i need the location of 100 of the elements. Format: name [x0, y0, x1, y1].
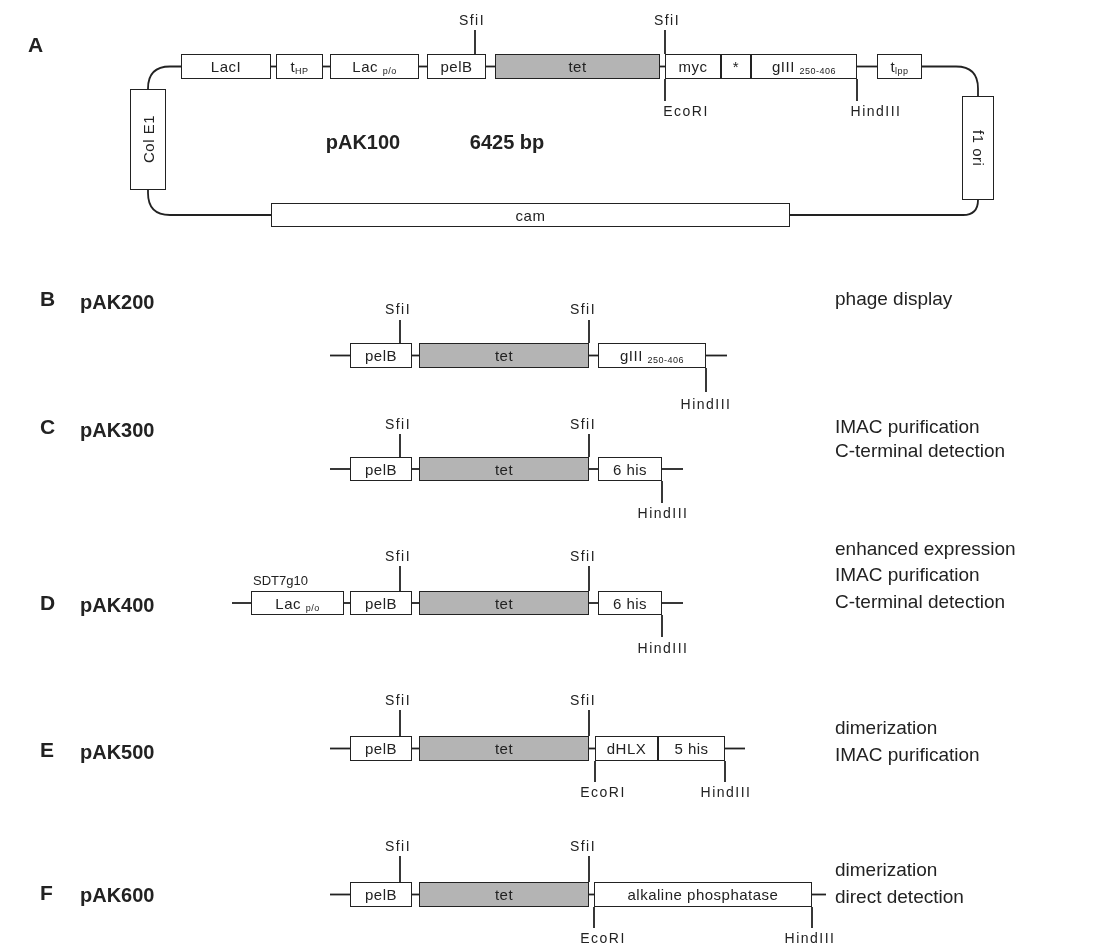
- restriction-site-label: HindIII: [784, 930, 836, 945]
- gene-segment: Lac $_{p/o}$: [251, 591, 344, 615]
- restriction-site-label: EcoRI: [663, 103, 709, 119]
- gene-segment: *: [721, 54, 751, 79]
- gene-segment: tet: [495, 54, 660, 79]
- restriction-site-label: EcoRI: [580, 784, 626, 800]
- restriction-site-label: HindIII: [700, 784, 752, 800]
- restriction-site-tick: [399, 433, 401, 458]
- restriction-site-tick: [705, 367, 707, 393]
- dna-backbone-line: [329, 893, 351, 896]
- gene-segment: gIII $_{250-406}$: [598, 343, 706, 368]
- restriction-site-tick: [588, 855, 590, 883]
- feature-note: phage display: [835, 288, 953, 310]
- restriction-site-tick: [661, 614, 663, 638]
- restriction-site-tick: [856, 78, 858, 102]
- plasmid-name: 6425 bp: [469, 130, 545, 154]
- panel-letter: A: [28, 33, 44, 57]
- restriction-site-label: HindIII: [850, 103, 902, 119]
- panel-letter: E: [40, 738, 54, 762]
- dna-backbone-line: [856, 65, 878, 68]
- restriction-site-label: SfiI: [569, 416, 597, 432]
- dna-backbone-line: [329, 468, 351, 470]
- gene-segment: 5 his: [658, 736, 725, 761]
- plasmid-name: pAK300: [80, 418, 155, 442]
- restriction-site-tick: [474, 29, 476, 55]
- dna-backbone-line: [411, 602, 420, 604]
- gene-segment: 6 his: [598, 457, 662, 481]
- gene-segment: pelB: [350, 457, 412, 481]
- dna-backbone-line: [921, 65, 979, 97]
- feature-note: IMAC purification: [835, 416, 980, 438]
- restriction-site-label: SfiI: [458, 12, 486, 28]
- panel-letter: B: [40, 287, 56, 311]
- restriction-site-label: HindIII: [680, 396, 732, 412]
- gene-segment: tet: [419, 736, 589, 761]
- gene-segment: tet: [419, 343, 589, 368]
- restriction-site-label: SfiI: [569, 548, 597, 564]
- gene-segment: t$_{HP}$: [276, 54, 323, 79]
- restriction-site-label: SfiI: [569, 301, 597, 317]
- dna-backbone-line: [705, 354, 728, 357]
- restriction-site-tick: [661, 480, 663, 504]
- gene-segment: dHLX: [595, 736, 658, 761]
- restriction-site-tick: [399, 319, 401, 344]
- gene-segment: pelB: [350, 343, 412, 368]
- gene-segment: pelB: [350, 591, 412, 615]
- gene-segment: cam: [271, 203, 790, 227]
- dna-backbone-line: [588, 602, 599, 604]
- dna-backbone-line: [724, 747, 746, 750]
- feature-note: IMAC purification: [835, 564, 980, 586]
- feature-note: direct detection: [835, 886, 964, 908]
- restriction-site-label: SfiI: [569, 838, 597, 854]
- dna-backbone-line: [661, 468, 684, 470]
- restriction-site-tick: [664, 29, 666, 55]
- dna-backbone-line: [588, 468, 599, 470]
- gene-segment: Lac $_{p/o}$: [330, 54, 419, 79]
- restriction-site-label: SfiI: [384, 692, 412, 708]
- feature-note: dimerization: [835, 859, 938, 881]
- restriction-site-tick: [399, 709, 401, 737]
- gene-segment: f1 ori: [962, 96, 994, 200]
- plasmid-name: pAK100: [325, 130, 401, 154]
- panel-letter: D: [40, 591, 56, 615]
- gene-segment: LacI: [181, 54, 271, 79]
- restriction-site-tick: [724, 760, 726, 783]
- gene-segment: myc: [665, 54, 721, 79]
- restriction-site-tick: [594, 760, 596, 783]
- restriction-site-label: HindIII: [637, 640, 689, 656]
- restriction-site-tick: [588, 709, 590, 737]
- restriction-site-tick: [588, 433, 590, 458]
- panel-letter: F: [40, 881, 53, 905]
- gene-segment: pelB: [350, 736, 412, 761]
- restriction-site-tick: [399, 855, 401, 883]
- restriction-site-tick: [588, 319, 590, 344]
- plasmid-name: pAK600: [80, 883, 155, 907]
- feature-note: C-terminal detection: [835, 440, 1006, 462]
- restriction-site-label: SfiI: [384, 301, 412, 317]
- restriction-site-label: SfiI: [653, 12, 681, 28]
- panel-letter: C: [40, 415, 56, 439]
- restriction-site-tick: [811, 906, 813, 929]
- dna-backbone-line: [231, 602, 252, 604]
- dna-backbone-line: [343, 602, 351, 604]
- gene-segment: tet: [419, 882, 589, 907]
- restriction-site-label: SfiI: [569, 692, 597, 708]
- dna-backbone-line: [789, 199, 979, 216]
- gene-segment: pelB: [427, 54, 486, 79]
- restriction-site-label: HindIII: [637, 505, 689, 521]
- restriction-site-label: EcoRI: [580, 930, 626, 945]
- gene-segment: alkaline phosphatase: [594, 882, 812, 907]
- feature-note: dimerization: [835, 717, 938, 739]
- gene-segment: tet: [419, 457, 589, 481]
- dna-backbone-line: [147, 189, 272, 216]
- plasmid-name: pAK500: [80, 740, 155, 764]
- gene-segment: Col E1: [130, 89, 166, 190]
- gene-segment: pelB: [350, 882, 412, 907]
- dna-backbone-line: [411, 468, 420, 470]
- restriction-site-tick: [593, 906, 595, 929]
- restriction-site-label: SfiI: [384, 548, 412, 564]
- dna-backbone-line: [329, 747, 351, 750]
- dna-backbone-line: [661, 602, 684, 604]
- gene-segment: tet: [419, 591, 589, 615]
- dna-backbone-line: [147, 65, 182, 90]
- gene-segment: gIII $_{250-406}$: [751, 54, 857, 79]
